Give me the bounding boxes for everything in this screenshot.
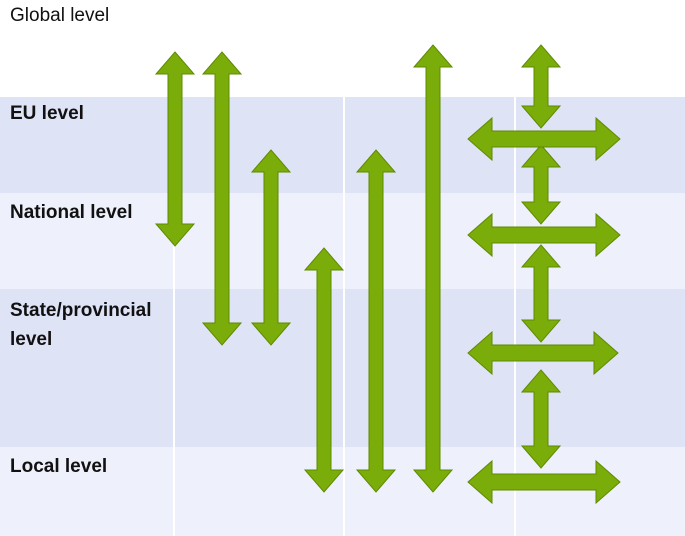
label-state-level-line2: level (10, 329, 53, 350)
band-state (0, 289, 685, 447)
arrow-national-local (355, 149, 397, 493)
label-national-level: National level (10, 202, 133, 223)
column-divider (343, 97, 345, 536)
label-state-level-line1: State/provincial (10, 300, 152, 321)
arrow-horizontal-state (467, 330, 619, 376)
column-divider (173, 97, 175, 536)
label-eu-level: EU level (10, 103, 84, 124)
arrow-chain-national-state (520, 244, 562, 343)
label-local-level: Local level (10, 456, 108, 477)
arrow-eu-state (201, 51, 243, 346)
arrow-chain-eu-national (520, 144, 562, 225)
arrow-horizontal-eu (467, 116, 621, 162)
arrow-eu-national (154, 51, 196, 247)
band-local (0, 447, 685, 536)
arrow-global-local (412, 44, 454, 493)
arrow-horizontal-national (467, 212, 621, 258)
label-global-level: Global level (10, 5, 110, 26)
column-divider (514, 97, 516, 536)
arrow-horizontal-local (467, 459, 621, 505)
arrow-chain-global-eu (520, 44, 562, 129)
arrow-state-local (303, 247, 345, 493)
arrow-chain-state-local (520, 369, 562, 469)
arrow-national-state (250, 149, 292, 346)
